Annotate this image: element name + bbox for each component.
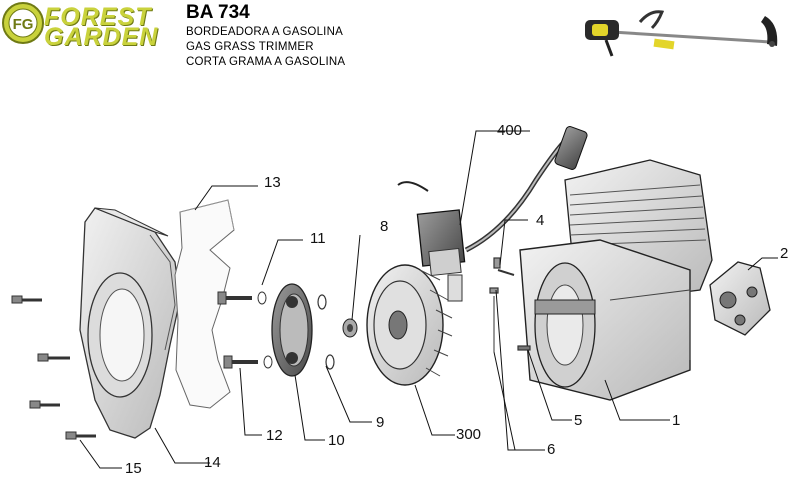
part-label-12: 12 — [266, 427, 283, 444]
clutch-assembly — [271, 283, 313, 377]
fan-housing — [79, 207, 181, 439]
washers — [317, 294, 335, 370]
brand-badge: FG — [13, 16, 34, 33]
part-label-11: 11 — [310, 230, 326, 247]
ignition-coil — [397, 126, 588, 302]
model-number: BA 734 — [186, 2, 250, 23]
part-label-5: 5 — [574, 412, 583, 429]
housing-screws — [11, 295, 96, 440]
description-portuguese: CORTA GRAMA A GASOLINA — [186, 56, 346, 68]
part-label-15: 15 — [125, 460, 142, 477]
part-label-9: 9 — [376, 414, 385, 431]
description-spanish: BORDEADORA A GASOLINA — [186, 26, 343, 38]
part-label-10: 10 — [328, 432, 345, 449]
flywheel-nut — [342, 318, 358, 338]
part-label-300: 300 — [456, 426, 482, 443]
grass-trimmer-image — [585, 10, 778, 57]
intake-flange — [709, 261, 771, 336]
flywheel — [366, 264, 453, 386]
part-label-13: 13 — [264, 174, 281, 191]
brand-name-line2: GARDEN — [44, 23, 159, 51]
engine-block — [519, 159, 713, 401]
part-label-8: 8 — [380, 218, 389, 235]
leader-lines — [79, 130, 778, 469]
brand-name-line1: FOREST — [44, 3, 152, 31]
part-label-400: 400 — [497, 122, 523, 139]
clutch-bolts — [217, 291, 273, 369]
part-label-4: 4 — [536, 212, 545, 229]
part-label-6: 6 — [547, 441, 556, 458]
part-label-14: 14 — [204, 454, 221, 471]
part-label-1: 1 — [672, 412, 681, 429]
description-english: GAS GRASS TRIMMER — [186, 41, 314, 53]
brand-logo: FG FOREST GARDEN — [0, 0, 170, 51]
brand-badge-icon: FG — [2, 2, 44, 44]
part-label-2: 2 — [780, 245, 789, 262]
